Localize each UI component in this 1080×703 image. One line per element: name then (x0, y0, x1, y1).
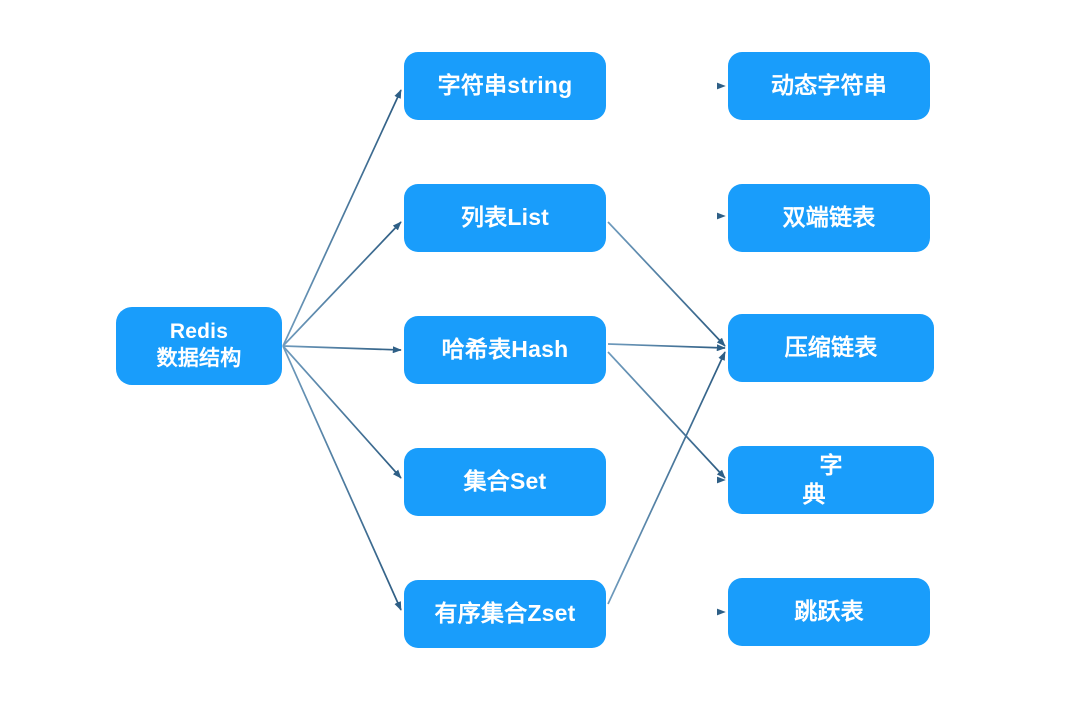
node-label-root: Redis 数据结构 (156, 320, 242, 370)
node-zset[interactable]: 有序集合Zset (404, 580, 606, 648)
node-set[interactable]: 集合Set (404, 448, 606, 516)
edge-root-list (282, 221, 402, 347)
edge-root-zset (282, 345, 402, 611)
node-label-hash: 哈希表Hash (441, 336, 569, 363)
node-root[interactable]: Redis 数据结构 (116, 307, 282, 385)
node-hash[interactable]: 哈希表Hash (404, 316, 606, 384)
node-label-dict: 字 典 (802, 451, 991, 507)
node-label-string: 字符串string (437, 72, 573, 99)
edge-root-set (282, 345, 402, 479)
edge-hash-ziplist (607, 343, 726, 352)
node-label-skiplist: 跳跃表 (794, 598, 864, 625)
edge-hash-dict (607, 351, 726, 479)
node-linkedlist[interactable]: 双端链表 (728, 184, 930, 252)
node-sds[interactable]: 动态字符串 (728, 52, 930, 120)
node-list[interactable]: 列表List (404, 184, 606, 252)
edge-zset-ziplist (607, 351, 726, 605)
edge-root-hash (282, 345, 402, 354)
node-label-list: 列表List (460, 204, 550, 231)
node-label-linkedlist: 双端链表 (782, 204, 876, 231)
node-skiplist[interactable]: 跳跃表 (728, 578, 930, 646)
node-label-zset: 有序集合Zset (434, 600, 576, 627)
node-label-set: 集合Set (463, 468, 547, 495)
node-label-ziplist: 压缩链表 (784, 334, 878, 361)
node-dict[interactable]: 字 典 (728, 446, 934, 514)
node-ziplist[interactable]: 压缩链表 (728, 314, 934, 382)
node-string[interactable]: 字符串string (404, 52, 606, 120)
node-label-sds: 动态字符串 (771, 72, 887, 99)
edge-root-string (282, 89, 402, 347)
edge-list-ziplist (607, 221, 726, 347)
